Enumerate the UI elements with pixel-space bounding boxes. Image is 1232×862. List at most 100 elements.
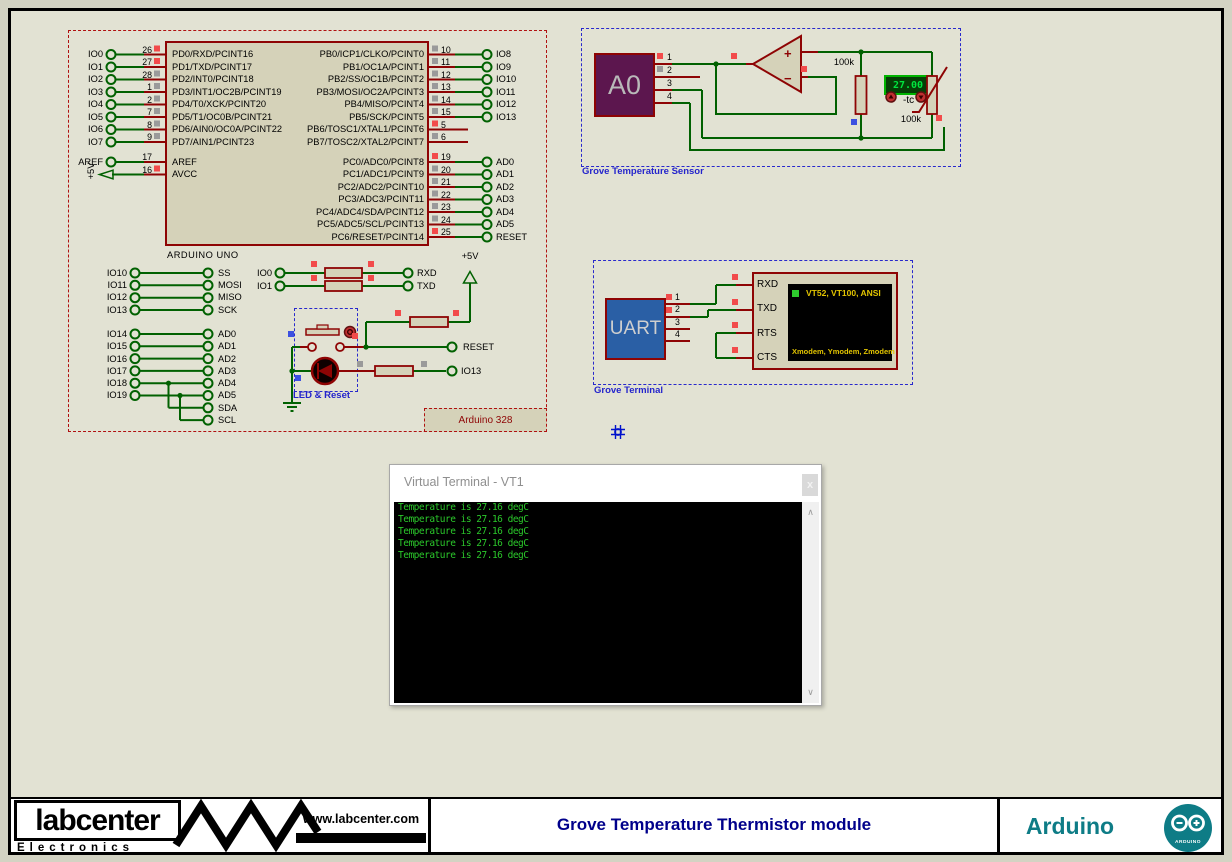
terminal-name: IO7 xyxy=(88,136,103,147)
pin-number: 28 xyxy=(142,69,152,80)
grove-sensor-box-label: Grove Temperature Sensor xyxy=(582,166,704,177)
plus5v-label: +5V xyxy=(461,251,479,261)
terminal-name: AD1 xyxy=(218,341,237,352)
terminal-name: AD0 xyxy=(218,328,237,339)
chip-pin-label: PD3/INT1/OC2B/PCINT19 xyxy=(172,86,282,97)
terminal-name: IO4 xyxy=(88,99,103,110)
terminal-name xyxy=(496,136,516,149)
terminal-name: AD3 xyxy=(496,194,515,205)
terminal-name: AD3 xyxy=(218,365,237,376)
chip-pin-label: PC2/ADC2/PCINT10 xyxy=(337,181,424,192)
terminal-name: IO12 xyxy=(106,292,127,303)
terminal-name: IO9 xyxy=(496,61,511,72)
pin-number: 13 xyxy=(441,82,451,92)
window-title: Virtual Terminal - VT1 xyxy=(404,475,524,489)
scroll-down-icon[interactable]: ∨ xyxy=(807,687,814,697)
terminal-name: RESET xyxy=(496,231,527,242)
pin-number: 9 xyxy=(147,132,152,142)
chip-pin-label: AREF xyxy=(172,156,197,167)
chip-pin-label: PD4/T0/XCK/PCINT20 xyxy=(172,99,267,110)
document-title: Grove Temperature Thermistor module xyxy=(556,814,872,834)
pin-number: 17 xyxy=(142,152,152,162)
chip-pin-label: PD5/T1/OC0B/PCINT21 xyxy=(172,111,273,122)
grove-terminal-region-box xyxy=(593,260,913,385)
grove-terminal-module[interactable]: UART xyxy=(605,298,666,360)
pin-number: 14 xyxy=(441,94,451,105)
scrollbar[interactable]: ∧ ∨ xyxy=(802,502,819,703)
chip-pin-label: PD2/INT0/PCINT18 xyxy=(172,74,254,85)
grove-sensor-module[interactable]: A0 xyxy=(594,53,655,117)
client-name: Arduino xyxy=(1025,812,1115,839)
vt-pin-label: CTS xyxy=(757,352,777,364)
pin-number: 2 xyxy=(147,94,152,105)
screen-status-square-icon xyxy=(792,289,799,297)
chip-pin-label: PC5/ADC5/SCL/PCINT13 xyxy=(317,219,424,230)
terminal-name: IO12 xyxy=(496,99,517,110)
grove-sensor-region-box xyxy=(581,28,961,167)
terminal-name: AD0 xyxy=(496,156,515,167)
scroll-up-icon[interactable]: ∧ xyxy=(807,507,814,517)
thermistor-value-display[interactable]: 27.00 xyxy=(884,75,932,95)
pin-number: 16 xyxy=(142,164,152,175)
terminal-name: SDA xyxy=(218,402,238,413)
chip-pin-label: PB7/TOSC2/XTAL2/PCINT7 xyxy=(307,136,424,147)
terminal-name: IO1 xyxy=(88,61,103,72)
virtual-terminal-window[interactable]: Virtual Terminal - VT1 x Temperature is … xyxy=(389,464,822,706)
pin-number: 4 xyxy=(675,328,680,339)
terminal-name: IO10 xyxy=(496,74,517,85)
terminal-name: IO14 xyxy=(106,328,127,339)
terminal-name: AD5 xyxy=(496,219,515,230)
terminal-name: IO15 xyxy=(106,341,127,352)
pin-number: 3 xyxy=(667,77,672,88)
chip-pin-label: PB5/SCK/PCINT5 xyxy=(349,111,424,122)
chip-pin-label: PB2/SS/OC1B/PCINT2 xyxy=(327,74,424,85)
chip-pin-label: PD1/TXD/PCINT17 xyxy=(172,61,253,72)
terminal-name: AD4 xyxy=(496,206,515,217)
chip-pin-label: PC6/RESET/PCINT14 xyxy=(331,231,424,242)
pin-number: 24 xyxy=(441,214,451,225)
chip-pin-label: PC3/ADC3/PCINT11 xyxy=(338,194,424,205)
terminal-name: IO6 xyxy=(88,124,103,135)
terminal-name: IO1 xyxy=(257,280,272,291)
terminal-name: IO0 xyxy=(257,267,272,278)
r1-value-label: 100k xyxy=(833,57,854,67)
uart-module-label: UART xyxy=(609,318,662,339)
terminal-name: AREF xyxy=(78,156,103,167)
aref-terminal-name: AREF xyxy=(56,156,103,169)
brand-name: labcenter xyxy=(35,803,160,837)
pin-number: 1 xyxy=(147,82,152,92)
terminal-name: IO19 xyxy=(106,390,127,401)
chip-pin-label: PD6/AIN0/OC0A/PCINT22 xyxy=(172,124,283,135)
terminal-name: IO11 xyxy=(107,280,127,291)
pin-number: 2 xyxy=(675,304,680,315)
vt-modes-label: VT52, VT100, ANSI xyxy=(806,288,881,298)
pin-number: 3 xyxy=(675,316,680,327)
vt-pin-label: RTS xyxy=(757,327,777,339)
vt-pin-label: TXD xyxy=(757,303,777,315)
chip-pin-label: PB0/ICP1/CLKO/PCINT0 xyxy=(319,49,424,60)
arduino-328-tag: Arduino 328 xyxy=(424,408,547,432)
pin-number: 20 xyxy=(441,164,451,175)
chip-pin-label: PD0/RXD/PCINT16 xyxy=(172,49,254,60)
led-reset-region-box xyxy=(294,308,358,392)
terminal-name: IO8 xyxy=(496,49,511,60)
terminal-name: IO13 xyxy=(106,304,127,315)
close-icon[interactable]: x xyxy=(802,474,818,496)
pin-number: 6 xyxy=(441,132,446,142)
vt-screen-top-row: VT52, VT100, ANSI xyxy=(792,288,881,298)
terminal-line: Temperature is 27.16 degC xyxy=(398,514,529,525)
terminal-name: MISO xyxy=(218,292,242,303)
chip-pin-label: PB3/MOSI/OC2A/PCINT3 xyxy=(316,86,424,97)
